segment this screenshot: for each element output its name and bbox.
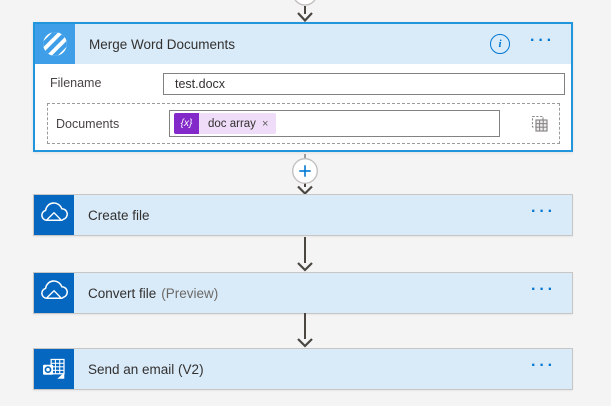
action-title-suffix: (Preview) xyxy=(161,285,219,301)
action-card-merge-word-documents: Merge Word Documents i ··· Filename Docu… xyxy=(33,22,573,152)
filename-label: Filename xyxy=(50,76,102,90)
menu-ellipsis-icon[interactable]: ··· xyxy=(531,203,556,220)
menu-ellipsis-icon[interactable]: ··· xyxy=(531,357,556,374)
action-title: Create file xyxy=(88,207,150,223)
action-card-header[interactable]: Merge Word Documents i ··· xyxy=(35,24,571,64)
top-connector xyxy=(294,0,316,23)
insert-step-button[interactable] xyxy=(292,158,318,184)
switch-to-array-icon[interactable] xyxy=(531,115,549,133)
action-card-body: Filename Documents {x} doc array × xyxy=(35,64,571,152)
onedrive-icon xyxy=(34,195,74,235)
filename-input[interactable] xyxy=(163,73,565,95)
documents-field: Documents {x} doc array × xyxy=(47,103,560,144)
info-icon[interactable]: i xyxy=(490,34,511,54)
action-title: Merge Word Documents xyxy=(89,36,236,52)
header-actions: i ··· xyxy=(490,33,555,55)
outlook-icon xyxy=(34,349,74,389)
token-label: doc array xyxy=(208,117,256,130)
menu-ellipsis-icon[interactable]: ··· xyxy=(531,281,556,298)
action-card-send-an-email[interactable]: Send an email (V2) ··· xyxy=(33,348,573,390)
action-card-create-file[interactable]: Create file ··· xyxy=(33,194,573,236)
menu-ellipsis-icon[interactable]: ··· xyxy=(530,32,555,49)
connector-arrow xyxy=(297,237,313,272)
expression-icon: {x} xyxy=(174,113,199,134)
action-title: Convert file xyxy=(88,285,157,301)
documents-input[interactable]: {x} doc array × xyxy=(169,110,500,137)
dynamic-content-token[interactable]: {x} doc array × xyxy=(174,113,277,134)
action-title: Send an email (V2) xyxy=(88,361,204,377)
merge-word-documents-icon xyxy=(35,24,75,64)
token-remove-icon[interactable]: × xyxy=(261,117,269,130)
insert-step-connector xyxy=(292,154,318,196)
documents-label: Documents xyxy=(56,117,120,131)
action-card-convert-file[interactable]: Convert file (Preview) ··· xyxy=(33,272,573,314)
connector-arrow xyxy=(297,313,313,348)
onedrive-icon xyxy=(34,273,74,313)
